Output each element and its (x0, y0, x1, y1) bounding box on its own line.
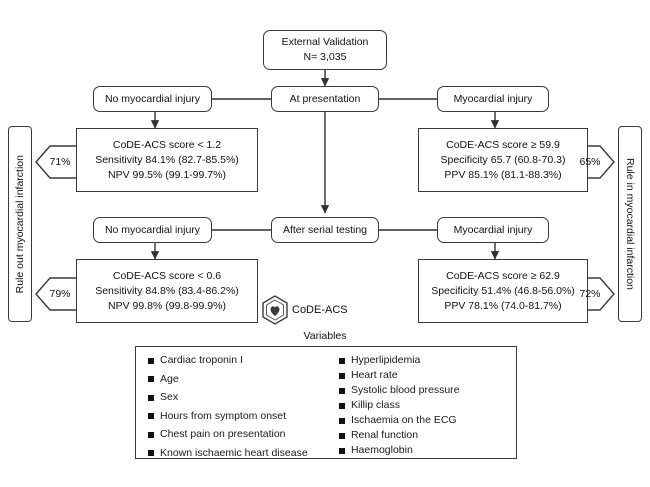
list-item: Killip class (338, 399, 506, 412)
list-item: Hyperlipidemia (338, 354, 506, 367)
rule-out-banner-label: Rule out myocardial infarction (14, 154, 26, 294)
node-no-myocardial-injury-presentation: No myocardial injury (93, 86, 212, 112)
serial-rule-in-line2: Specificity 51.4% (46.8-56.0%) (431, 284, 575, 297)
node-at-presentation: At presentation (271, 86, 379, 112)
code-acs-logo-text: CoDE-ACS (292, 304, 348, 316)
list-item: Ischaemia on the ECG (338, 414, 506, 427)
variable-label: Known ischaemic heart disease (160, 446, 308, 459)
variables-column-right: Hyperlipidemia Heart rate Systolic blood… (338, 354, 506, 456)
variable-label: Killip class (350, 399, 400, 411)
list-item: Chest pain on presentation (148, 428, 339, 441)
external-validation-line2: N= 3,035 (303, 51, 347, 63)
external-validation-line1: External Validation (281, 36, 369, 48)
square-bullet-icon (338, 357, 345, 364)
no-myocardial-injury-label-1: No myocardial injury (104, 92, 201, 105)
square-bullet-icon (148, 376, 154, 382)
variable-label: Hours from symptom onset (160, 409, 287, 422)
serial-rule-in-line1: CoDE-ACS score ≥ 62.9 (446, 269, 560, 282)
myocardial-injury-label-2: Myocardial injury (453, 223, 533, 236)
myocardial-injury-label-1: Myocardial injury (453, 92, 533, 105)
percent-label-presentation-rule-out: 71% (49, 156, 71, 168)
rule-in-banner: Rule in myocardial infarction (618, 126, 642, 322)
square-bullet-icon (338, 402, 345, 409)
list-item: Systolic blood pressure (338, 384, 506, 397)
list-item: Age (148, 373, 339, 386)
list-item: Heart rate (338, 369, 506, 382)
serial-rule-out-line1: CoDE-ACS score < 0.6 (112, 269, 222, 282)
code-acs-hex-icon (262, 295, 288, 325)
serial-rule-in-line3: PPV 78.1% (74.0-81.7%) (444, 299, 562, 312)
result-box-serial-rule-out: CoDE-ACS score < 0.6 Sensitivity 84.8% (… (76, 259, 258, 323)
variables-title: Variables (303, 330, 347, 342)
serial-rule-out-line2: Sensitivity 84.8% (83.4-86.2%) (95, 284, 239, 297)
rule-out-banner: Rule out myocardial infarction (8, 126, 32, 322)
percent-label-presentation-rule-in: 65% (579, 156, 601, 168)
node-myocardial-injury-serial: Myocardial injury (437, 217, 549, 243)
square-bullet-icon (338, 447, 345, 454)
presentation-rule-out-line1: CoDE-ACS score < 1.2 (112, 138, 222, 151)
variable-label: Haemoglobin (350, 444, 413, 456)
serial-rule-out-line3: NPV 99.8% (99.8-99.9%) (108, 299, 226, 312)
variable-label: Chest pain on presentation (160, 428, 286, 440)
result-box-presentation-rule-out: CoDE-ACS score < 1.2 Sensitivity 84.1% (… (76, 128, 258, 192)
node-myocardial-injury-presentation: Myocardial injury (437, 86, 549, 112)
variable-label: Ischaemia on the ECG (350, 414, 457, 426)
square-bullet-icon (338, 387, 345, 394)
presentation-rule-in-line2: Specificity 65.7 (60.8-70.3) (440, 153, 566, 166)
presentation-rule-in-line3: PPV 85.1% (81.1-88.3%) (444, 168, 562, 181)
result-box-serial-rule-in: CoDE-ACS score ≥ 62.9 Specificity 51.4% … (418, 259, 588, 323)
presentation-rule-out-line3: NPV 99.5% (99.1-99.7%) (108, 168, 226, 181)
list-item: Hours from symptom onset (148, 410, 339, 423)
rule-in-banner-label: Rule in myocardial infarction (624, 158, 636, 290)
list-item: Sex (148, 391, 339, 404)
variable-label: Heart rate (350, 369, 398, 381)
result-box-presentation-rule-in: CoDE-ACS score ≥ 59.9 Specificity 65.7 (… (418, 128, 588, 192)
presentation-rule-out-line2: Sensitivity 84.1% (82.7-85.5%) (95, 153, 239, 166)
square-bullet-icon (148, 394, 154, 401)
list-item: Cardiac troponin I (148, 354, 339, 367)
variable-label: Renal function (350, 429, 419, 441)
square-bullet-icon (338, 432, 345, 439)
square-bullet-icon (148, 431, 154, 438)
node-external-validation: External Validation N= 3,035 (263, 30, 387, 70)
square-bullet-icon (148, 413, 154, 419)
list-item: Haemoglobin (338, 444, 506, 457)
square-bullet-icon (148, 357, 154, 364)
at-presentation-label: At presentation (289, 92, 361, 105)
percent-label-serial-rule-out: 79% (49, 288, 71, 300)
code-acs-logo: CoDE-ACS (289, 300, 348, 320)
variables-column-left: Cardiac troponin I Age Sex Hours from sy… (148, 354, 339, 459)
variable-label: Sex (160, 391, 179, 403)
square-bullet-icon (148, 450, 154, 456)
no-myocardial-injury-label-2: No myocardial injury (104, 223, 201, 236)
list-item: Known ischaemic heart disease (148, 447, 339, 460)
variables-box: Cardiac troponin I Age Sex Hours from sy… (135, 346, 517, 459)
square-bullet-icon (338, 417, 345, 424)
variable-label: Hyperlipidemia (350, 354, 421, 366)
presentation-rule-in-line1: CoDE-ACS score ≥ 59.9 (446, 138, 560, 151)
percent-label-serial-rule-in: 72% (579, 288, 601, 300)
variable-label: Cardiac troponin I (160, 354, 243, 366)
after-serial-testing-label: After serial testing (282, 223, 368, 236)
square-bullet-icon (338, 372, 345, 379)
node-no-myocardial-injury-serial: No myocardial injury (93, 217, 212, 243)
node-after-serial-testing: After serial testing (271, 217, 379, 243)
list-item: Renal function (338, 429, 506, 442)
variable-label: Systolic blood pressure (350, 384, 460, 396)
variable-label: Age (160, 372, 179, 385)
